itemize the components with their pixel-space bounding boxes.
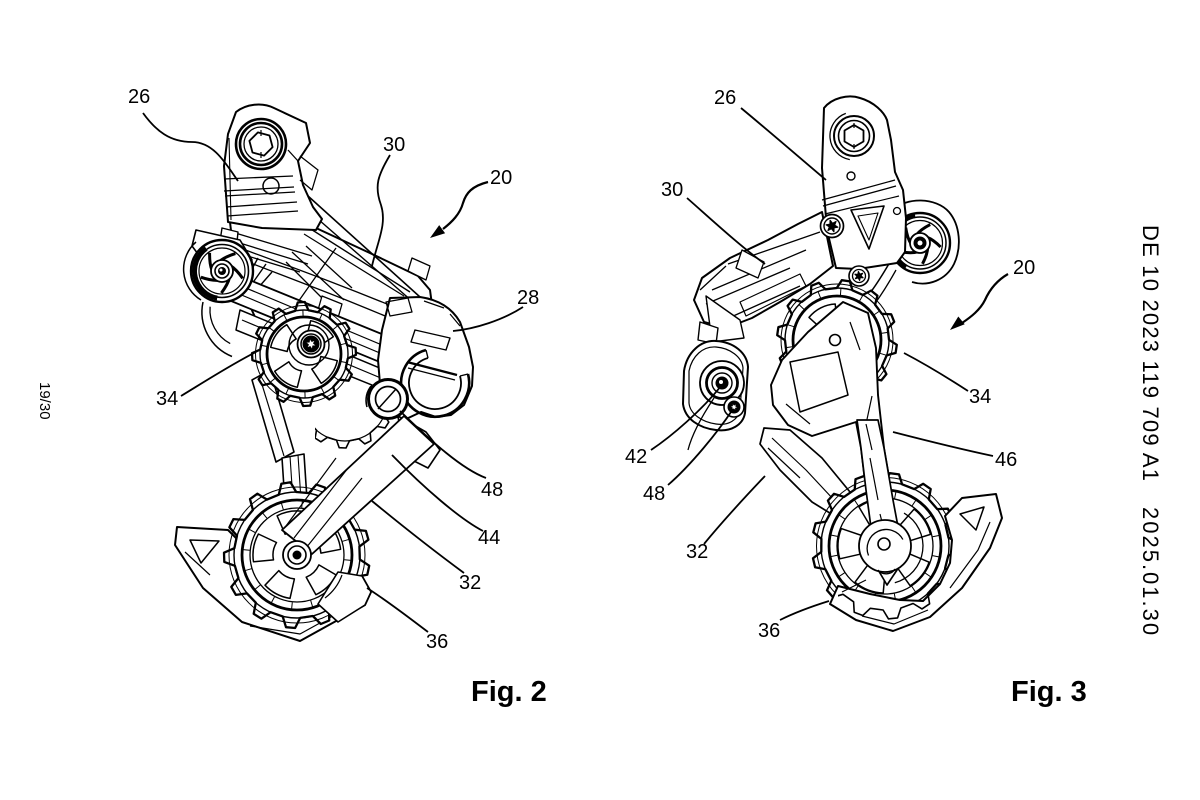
svg-text:32: 32: [459, 572, 481, 594]
svg-text:Fig. 3: Fig. 3: [1011, 676, 1087, 708]
svg-text:44: 44: [478, 527, 500, 549]
svg-text:26: 26: [128, 86, 150, 108]
svg-text:32: 32: [686, 541, 708, 563]
svg-text:19/30: 19/30: [36, 382, 53, 420]
svg-text:42: 42: [625, 446, 647, 468]
svg-text:DE 10 2023 119 709 A1: DE 10 2023 119 709 A1: [1138, 225, 1163, 482]
svg-text:36: 36: [758, 620, 780, 642]
svg-text:34: 34: [969, 386, 991, 408]
svg-text:36: 36: [426, 631, 448, 653]
svg-text:48: 48: [643, 483, 665, 505]
svg-text:30: 30: [661, 179, 683, 201]
svg-text:20: 20: [1013, 257, 1035, 279]
svg-text:28: 28: [517, 287, 539, 309]
svg-text:26: 26: [714, 87, 736, 109]
svg-text:20: 20: [490, 167, 512, 189]
svg-text:30: 30: [383, 134, 405, 156]
svg-text:48: 48: [481, 479, 503, 501]
svg-text:34: 34: [156, 388, 178, 410]
svg-text:Fig. 2: Fig. 2: [471, 676, 547, 708]
svg-text:2025.01.30: 2025.01.30: [1138, 507, 1163, 637]
svg-text:46: 46: [995, 449, 1017, 471]
